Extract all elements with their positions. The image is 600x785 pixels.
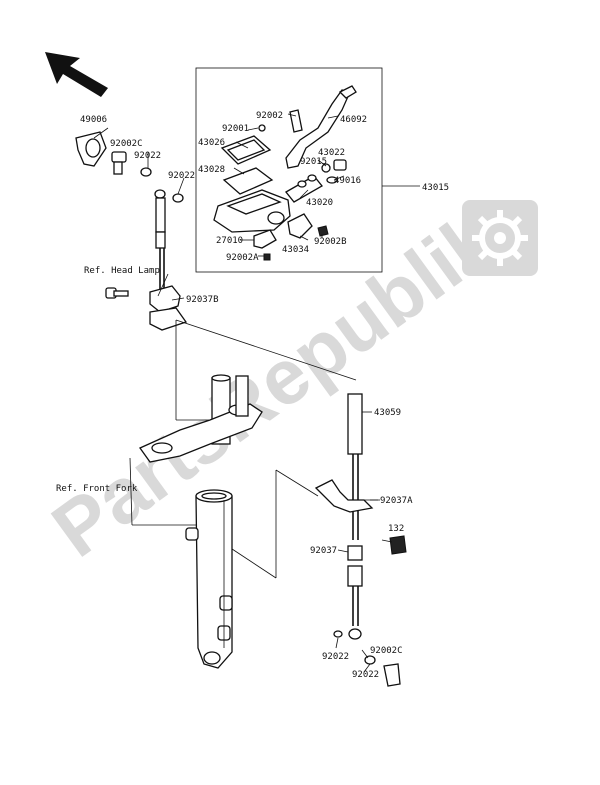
label-43034: 43034 — [282, 245, 309, 255]
washer-part — [172, 193, 184, 203]
boot-part — [333, 159, 347, 171]
label-43015: 43015 — [422, 183, 449, 193]
label-43026: 43026 — [198, 138, 225, 148]
label-49016: 49016 — [334, 176, 361, 186]
label-27010: 27010 — [216, 236, 243, 246]
label-43059: 43059 — [374, 408, 401, 418]
label-92002a: 92002A — [226, 253, 259, 263]
brake-lever-part — [285, 85, 357, 169]
direction-arrow-icon — [45, 52, 108, 97]
hose-clamp-bracket-part — [149, 307, 188, 331]
switch-screw-part — [263, 253, 271, 261]
label-92037a: 92037A — [380, 496, 413, 506]
stopper-part — [326, 176, 338, 184]
piston-assembly-part — [285, 174, 323, 203]
brake-hose-lower-part — [347, 393, 363, 640]
washer-part — [364, 655, 376, 665]
lever-pivot-bolt-part — [289, 109, 303, 133]
brake-switch-part — [253, 229, 277, 249]
mirror-cap-part — [75, 131, 107, 167]
snap-ring-part — [321, 163, 331, 173]
label-92015: 92015 — [300, 157, 327, 167]
clamp-part — [287, 213, 313, 239]
label-46092: 46092 — [340, 115, 367, 125]
fork-top-bracket-part — [139, 374, 263, 463]
front-fork-tube-part — [185, 489, 233, 669]
screw-part — [258, 124, 266, 132]
master-cylinder-body-part — [213, 189, 291, 233]
label-92037: 92037 — [310, 546, 337, 556]
label-92002: 92002 — [256, 111, 283, 121]
label-92022: 92022 — [134, 151, 161, 161]
leader-lines — [93, 113, 393, 673]
diaphragm-part — [222, 167, 274, 195]
label-92037b: 92037B — [186, 295, 219, 305]
reservoir-cover-part — [220, 135, 272, 165]
hose-clamp-part — [149, 285, 181, 313]
master-cylinder-group-box — [195, 67, 383, 273]
clamp-bolt-part — [317, 225, 329, 237]
label-ref-front-fork: Ref. Front Fork — [56, 484, 138, 494]
label-92002c: 92002C — [110, 139, 143, 149]
banjo-bolt-part — [383, 663, 401, 687]
bolt-part — [111, 151, 127, 175]
watermark-text: PartsRepublik — [36, 194, 513, 574]
head-lamp-bolt-part — [105, 287, 129, 299]
hose-clamp-part — [314, 479, 374, 513]
label-92001: 92001 — [222, 124, 249, 134]
bolt-part — [389, 535, 407, 555]
label-43022: 43022 — [318, 148, 345, 158]
label-92022: 92022 — [168, 171, 195, 181]
label-49006: 49006 — [80, 115, 107, 125]
label-132: 132 — [388, 524, 404, 534]
gear-watermark-icon — [462, 200, 538, 276]
label-92022: 92022 — [352, 670, 379, 680]
label-92002c: 92002C — [370, 646, 403, 656]
label-ref-head-lamp: Ref. Head Lamp — [84, 266, 160, 276]
label-43028: 43028 — [198, 165, 225, 175]
label-92002b: 92002B — [314, 237, 347, 247]
label-43020: 43020 — [306, 198, 333, 208]
washer-part — [333, 630, 343, 638]
washer-part — [140, 167, 152, 177]
label-92022: 92022 — [322, 652, 349, 662]
